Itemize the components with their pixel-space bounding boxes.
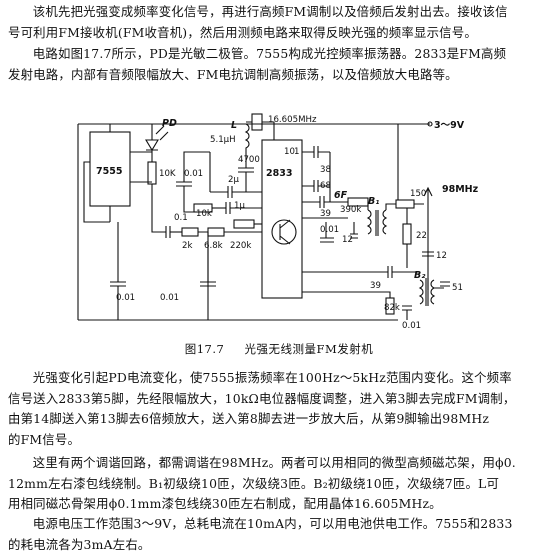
c-001-e-label: 0.01 [160,293,179,303]
resistor-150 [395,199,415,209]
r-150-label: 150 [410,189,426,199]
circuit-intro-paragraph: 电路如图17.7所示，PD是光敏二极管。7555构成光控频率振荡器。2833是F… [8,44,550,85]
text-line: 信号送入2833第5脚，先经限幅放大，10kΩ电位器幅度调整，进入第3脚去完成F… [8,390,516,406]
r-2k-label: 2k [182,241,192,251]
l-value-label: 5.1μH [210,135,236,145]
resistor-10k [147,161,157,185]
ic-7555-label: 7555 [96,166,122,177]
text-line: 该机先把光强变成频率变化信号，再进行高频FM调制以及倍频后发射出去。接收该信 [32,4,508,19]
xtal-label: 16.605MHz [268,115,317,125]
c-6f-label: 6F [334,190,348,201]
ic-2833 [261,139,303,299]
capacitor-001-a [110,222,126,320]
r-10k-b-label: 10k [196,209,212,219]
c-39a-label: 39 [320,209,331,219]
text-line: 由第14脚送入第13脚去6倍频放大，送入第8脚去进一步放大后，从第9脚输出98M… [8,411,490,426]
c-68-label: 68 [320,181,331,191]
transformer-b1-icon [366,209,388,236]
resistor-22 [402,223,412,245]
antenna-icon [423,186,433,197]
c-39b-label: 39 [370,281,381,291]
c-38-label: 38 [320,165,331,175]
operation-paragraph: 光强变化引起PD电流变化，使7555振荡频率在100Hz～5kHz范围内变化。这… [8,368,550,450]
c-01-label: 0.1 [174,213,188,223]
c-001-a-label: 0.01 [116,293,135,303]
r-390k-label: 390k [340,205,361,215]
supply-label: 3～9V [434,120,465,131]
resistor-6-8k [207,227,225,237]
r-22-label: 22 [416,231,427,241]
text-line: 电路如图17.7所示，PD是光敏二极管。7555构成光控频率振荡器。2833是F… [32,46,507,61]
capacitor-01 [165,226,171,238]
antenna-label: 98MHz [442,184,479,195]
intro-paragraph: 该机先把光强变成频率变化信号，再进行高频FM调制以及倍频后发射出去。接收该信 号… [8,2,550,43]
c-2u-label: 2μ [228,175,239,185]
text-line: 发射电路，内部有音频限幅放大、FM电抗调制高频振荡，以及倍频放大电路等。 [8,66,458,82]
capacitor-1u [225,202,231,214]
b2-label: B₂ [414,270,426,281]
c-51-label: 51 [452,283,463,293]
text-line: 这里有两个调谐回路，都需调谐在98MHz。两者可以用相同的微型高频磁芯架，用ϕ0… [32,455,516,470]
figure-caption: 图17.7 光强无线测量FM发射机 [0,341,558,357]
pin-10-label: 10 [284,147,295,157]
text-line: 电源电压工作范围3～9V，总耗电流在10mA内，可以用电池供电工作。7555和2… [32,516,513,531]
photodiode-icon [145,124,169,162]
c-12b-label: 12 [436,251,447,261]
transistor-icon [271,219,297,245]
tuning-paragraph: 这里有两个调谐回路，都需调谐在98MHz。两者可以用相同的微型高频磁芯架，用ϕ0… [8,453,550,515]
figure-number: 图17.7 [184,342,225,356]
pd-label: PD [162,118,177,129]
c-1u-label: 1μ [234,201,245,211]
r-68k-label: 6.8k [204,241,223,251]
text-line: 12mm左右漆包线绕制。B₁初级绕10匝，次级绕3匝。B₂初级绕10匝，次级绕7… [8,475,500,491]
capacitor-12b [422,251,434,257]
c-4700-label: 4700 [238,155,260,165]
r-82k-label: 82k [384,303,400,313]
ic-2833-label: 2833 [266,168,292,179]
transformer-b2-icon [418,278,436,306]
supply-terminal-icon [427,121,433,127]
text-line: 用相同磁芯骨架用ϕ0.1mm漆包线绕30匝左右制成，配用晶体16.605MHz。 [8,496,442,511]
capacitor-4700 [238,152,254,192]
resistor-220k [233,219,255,229]
r-10k-label: 10K [159,169,176,179]
b1-label: B₁ [368,196,379,207]
power-paragraph: 电源电压工作范围3～9V，总耗电流在10mA内，可以用电池供电工作。7555和2… [8,514,550,555]
capacitor-2u [227,186,233,198]
crystal-icon [251,113,263,131]
pin-1-label: 1 [294,147,299,157]
inductor-coil-icon [244,123,250,152]
c-001-c-label: 0.01 [320,225,339,235]
text-line: 光强变化引起PD电流变化，使7555振荡频率在100Hz～5kHz范围内变化。这… [32,370,512,385]
c-001-b-label: 0.01 [184,169,203,179]
resistor-2k [181,227,199,237]
c-001-d-label: 0.01 [402,321,421,331]
text-line: 的耗电流各为3mA左右。 [8,536,151,552]
c-12a-label: 12 [342,235,353,245]
l-label: L [231,120,237,131]
capacitor-001-b [200,242,216,287]
text-line: 号可利用FM接收机(FM收音机)，然后用测频电路来取得反映光强的频率显示信号。 [8,24,477,40]
text-line: 的FM信号。 [8,431,81,447]
figure-title: 光强无线测量FM发射机 [244,342,374,356]
r-220k-label: 220k [230,241,251,251]
circuit-diagram: 7555 PD 10K 0.01 0.1 2k 0.01 2μ 10k 1μ 6… [77,113,479,331]
